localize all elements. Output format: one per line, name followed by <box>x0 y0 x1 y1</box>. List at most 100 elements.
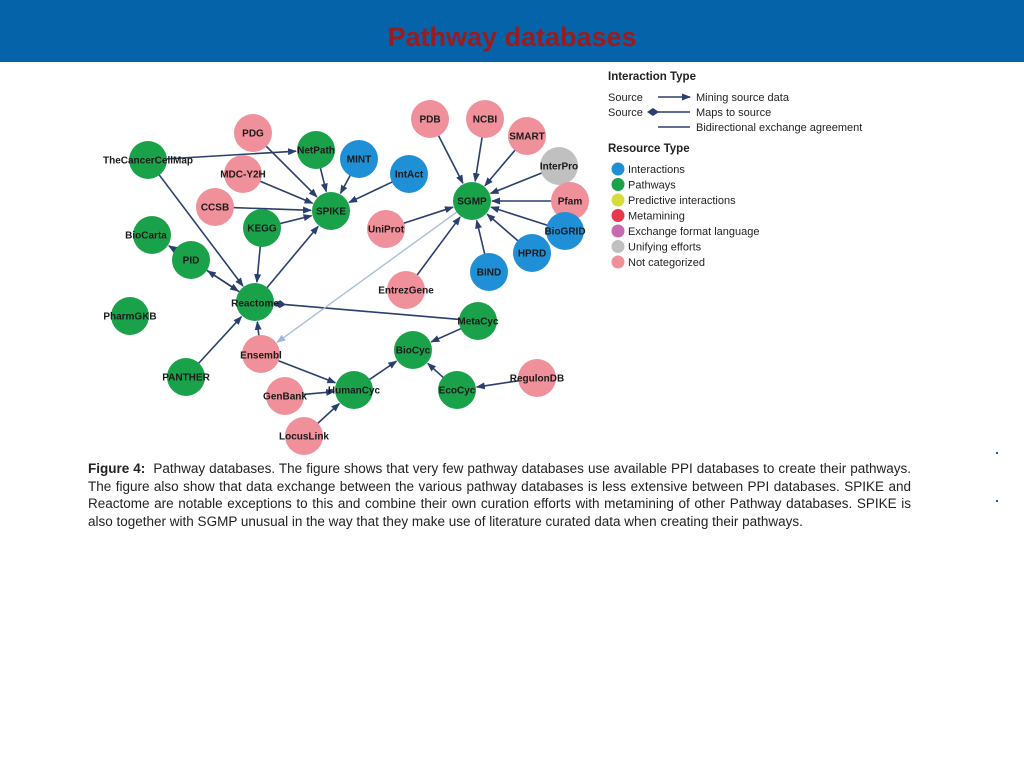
node-label-interpro: InterPro <box>540 162 578 173</box>
legend-interaction-source-label: Source <box>608 92 643 104</box>
edge-ensembl-to-humancyc <box>276 359 337 384</box>
node-pfam <box>551 182 589 220</box>
node-label-biocyc: BioCyc <box>396 346 431 357</box>
legend-resource-label: Not categorized <box>628 257 705 269</box>
node-label-netpath: NetPath <box>297 146 335 157</box>
figure-caption-text: Pathway databases. The figure shows that… <box>88 461 911 529</box>
edge-smart-to-sgmp <box>484 148 517 187</box>
legend-resource-label: Predictive interactions <box>628 195 736 207</box>
node-label-regulondb: RegulonDB <box>510 374 564 385</box>
legend-interaction-label: Mining source data <box>696 92 790 104</box>
node-label-hprd: HPRD <box>518 249 546 260</box>
node-mint <box>340 140 378 178</box>
edge-mint-to-spike <box>339 173 352 195</box>
node-label-kegg: KEGG <box>247 224 277 235</box>
node-metacyc <box>459 302 497 340</box>
edge-locuslink-to-humancyc <box>315 402 341 426</box>
edge-reactome-to-spike <box>265 225 319 290</box>
node-humancyc <box>335 371 373 409</box>
node-ensembl <box>242 335 280 373</box>
node-label-pdb: PDB <box>419 115 440 126</box>
legend-swatch-interactions <box>611 162 625 176</box>
node-label-ecocyc: EcoCyc <box>439 386 476 397</box>
node-ecocyc <box>438 371 476 409</box>
node-label-metacyc: MetaCyc <box>457 317 499 328</box>
pathway-network-diagram: TheCancerCellMapPDGNetPathMINTIntActMDC-… <box>103 71 862 455</box>
node-label-locuslink: LocusLink <box>279 432 329 443</box>
node-genbank <box>266 377 304 415</box>
legend-interaction-label: Bidirectional exchange agreement <box>696 122 862 134</box>
node-ccsb <box>196 188 234 226</box>
node-pdg <box>234 114 272 152</box>
node-label-ncbi: NCBI <box>473 115 498 126</box>
figure-caption-label: Figure 4: <box>88 461 146 476</box>
edge-entrezgene-to-sgmp <box>415 216 461 277</box>
edge-reactome-to-pid <box>206 270 242 294</box>
edge-regulondb-to-ecocyc <box>475 379 521 390</box>
node-label-sgmp: SGMP <box>457 197 487 208</box>
edge-panther-to-reactome <box>196 315 243 366</box>
edge-netpath-to-spike <box>319 166 328 193</box>
node-netpath <box>297 131 335 169</box>
node-label-pdg: PDG <box>242 129 264 140</box>
node-label-panther: PANTHER <box>162 373 210 384</box>
edge-ensembl-to-reactome <box>254 320 262 338</box>
labels-layer: TheCancerCellMapPDGNetPathMINTIntActMDC-… <box>103 115 586 443</box>
edge-biogrid-to-sgmp <box>490 206 550 227</box>
node-label-biocarta: BioCarta <box>125 231 167 242</box>
node-spike <box>312 192 350 230</box>
edge-intact-to-spike <box>348 180 394 204</box>
node-label-pid: PID <box>183 256 200 267</box>
legend-swatch-pathways <box>611 178 625 191</box>
node-label-reactome: Reactome <box>231 299 279 310</box>
node-hprd <box>513 234 551 272</box>
edge-bind-to-sgmp <box>475 219 486 256</box>
edge-pdg-to-spike <box>264 144 318 198</box>
edge-uniprot-to-sgmp <box>401 206 454 225</box>
edge-metacyc-to-reactome <box>273 300 462 321</box>
node-regulondb <box>518 359 556 397</box>
node-reactome <box>236 283 274 321</box>
edge-ecocyc-to-biocyc <box>427 362 445 380</box>
figure-caption: Figure 4: Pathway databases. The figure … <box>88 460 911 530</box>
node-ncbi <box>466 100 504 138</box>
legend-interaction-source-label: Source <box>608 107 643 119</box>
node-locuslink <box>285 417 323 455</box>
legend-swatch-unifying-efforts <box>611 240 625 253</box>
edge-hprd-to-sgmp <box>486 213 520 243</box>
node-entrezgene <box>387 271 425 309</box>
edge-metacyc-to-biocyc <box>430 327 463 343</box>
node-label-bind: BIND <box>477 268 501 279</box>
node-label-spike: SPIKE <box>316 207 346 218</box>
edge-genbank-to-humancyc <box>301 388 336 396</box>
node-uniprot <box>367 210 405 248</box>
node-label-smart: SMART <box>509 132 545 143</box>
node-pharmgkb <box>111 297 149 335</box>
legend-resource-title: Resource Type <box>608 143 690 155</box>
legend-resource-label: Exchange format language <box>628 226 759 238</box>
node-intact <box>390 155 428 193</box>
node-label-ccsb: CCSB <box>201 203 229 214</box>
node-sgmp <box>453 182 491 220</box>
node-label-genbank: GenBank <box>263 392 307 403</box>
edge-ncbi-to-sgmp <box>472 135 484 183</box>
legend-swatch-not-categorized <box>611 255 625 269</box>
edge-ccsb-to-spike <box>231 206 313 214</box>
stray-dot-mark <box>996 500 998 502</box>
node-label-ensembl: Ensembl <box>240 351 282 362</box>
node-label-uniprot: UniProt <box>368 225 405 236</box>
legend-resource-label: Pathways <box>628 180 676 192</box>
edge-pdb-to-sgmp <box>437 133 464 185</box>
edge-interpro-to-sgmp <box>489 171 544 195</box>
node-smart <box>508 117 546 155</box>
node-biogrid <box>546 212 584 250</box>
edge-mdc-y2h-to-spike <box>258 179 314 204</box>
node-panther <box>167 358 205 396</box>
node-label-humancyc: HumanCyc <box>328 386 381 397</box>
node-bind <box>470 253 508 291</box>
edges-layer <box>157 133 553 426</box>
node-label-biogrid: BioGRID <box>544 227 585 238</box>
edge-sgmp-to-ensembl <box>276 210 459 343</box>
